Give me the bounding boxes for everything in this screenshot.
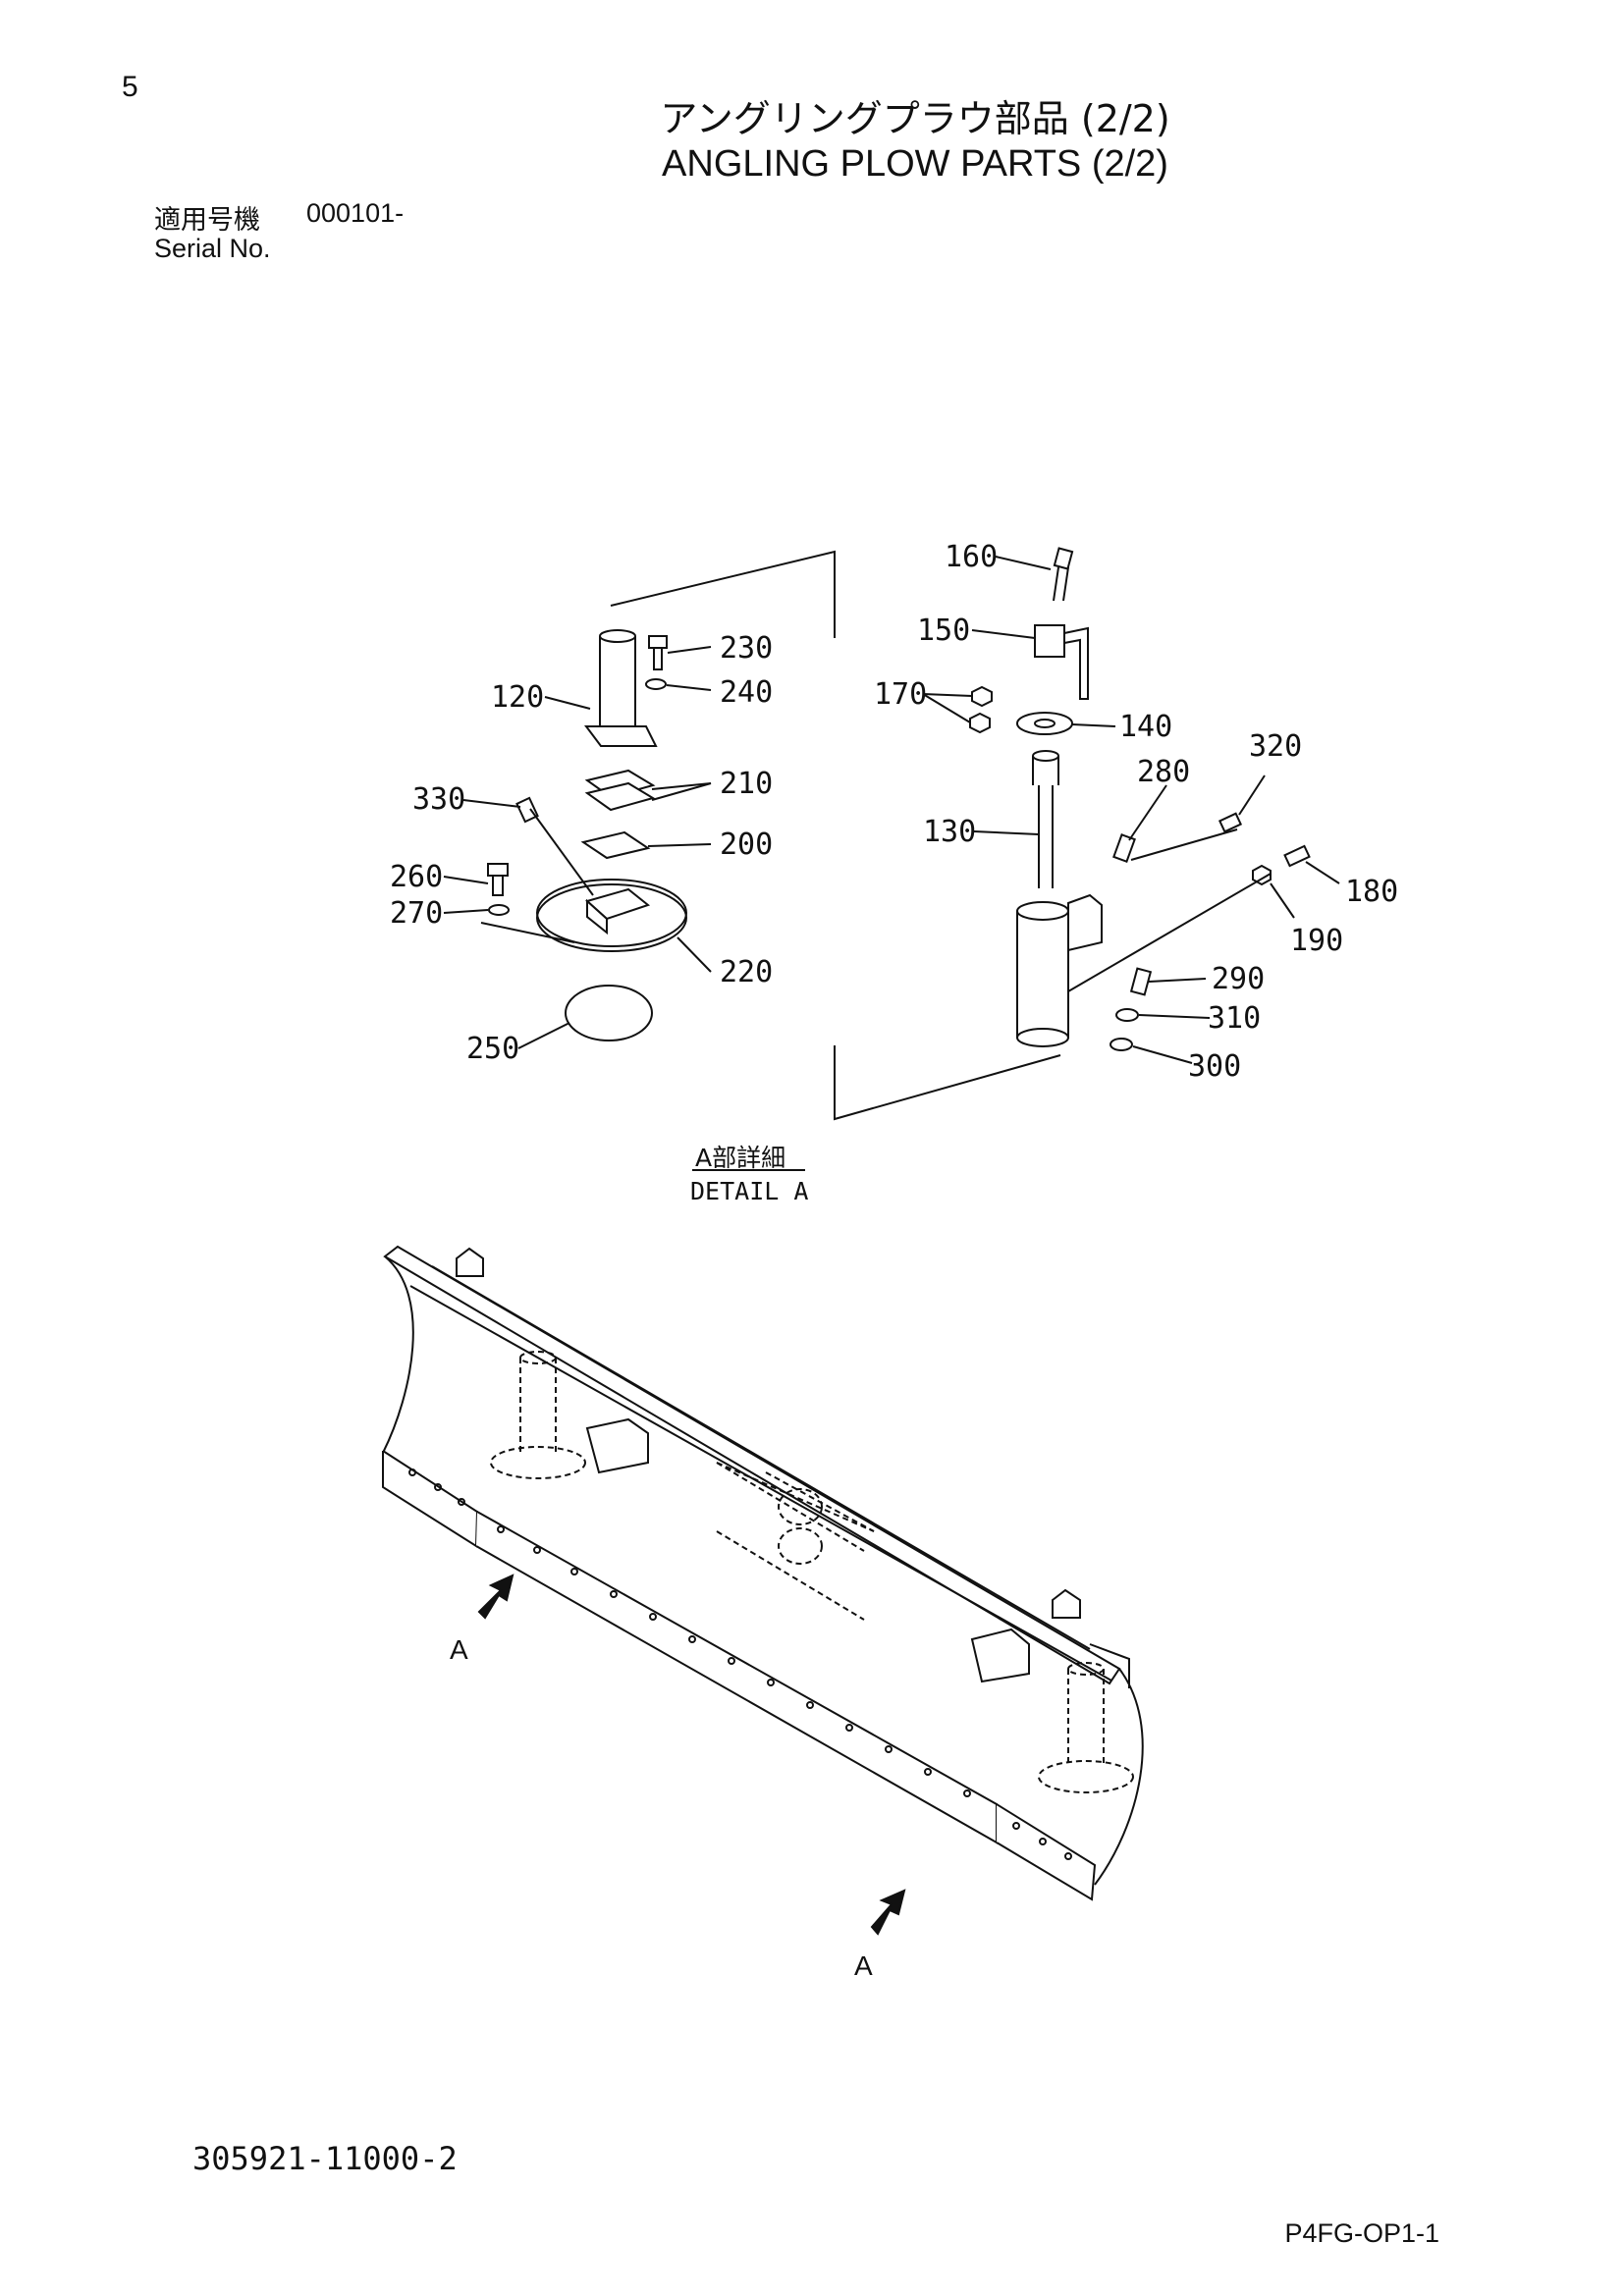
callout-170: 170 <box>874 677 927 712</box>
lever-part-150 <box>1034 624 1089 700</box>
washer-part-300 <box>1110 1038 1133 1051</box>
detail-frame-top <box>610 550 836 638</box>
callout-labels: 120 230 240 330 210 200 260 270 220 250 … <box>390 540 1398 1084</box>
callout-280: 280 <box>1137 755 1190 789</box>
bolt-part-230 <box>648 635 668 670</box>
callout-300: 300 <box>1188 1049 1241 1084</box>
callout-250: 250 <box>466 1032 519 1066</box>
page-title-english: ANGLING PLOW PARTS (2/2) <box>662 143 1168 185</box>
pin-part-120 <box>584 629 658 747</box>
callout-200: 200 <box>720 828 773 862</box>
washer-part-270 <box>488 904 510 916</box>
leader-lines <box>443 556 1340 1064</box>
nut-part-170-a <box>971 685 993 708</box>
washer-part-240 <box>645 678 667 690</box>
callout-190: 190 <box>1290 924 1343 958</box>
callout-230: 230 <box>720 631 773 666</box>
view-arrow-a-lower <box>870 1889 906 1936</box>
detail-frame-bottom <box>834 1045 1061 1121</box>
serial-label-japanese: 適用号機 <box>154 205 260 236</box>
callout-130: 130 <box>923 815 976 849</box>
spring-part-290 <box>1129 967 1153 996</box>
view-arrow-a-upper <box>477 1574 514 1620</box>
callout-310: 310 <box>1208 1001 1261 1036</box>
callout-270: 270 <box>390 896 443 931</box>
page-title-japanese: アングリングプラウ部品 (2/2) <box>660 97 1170 140</box>
bolt-part-260 <box>487 863 509 896</box>
callout-330: 330 <box>412 782 465 817</box>
bolt-part-160 <box>1053 547 1074 602</box>
grease-nipple-part-330 <box>515 796 539 824</box>
callout-180: 180 <box>1345 875 1398 909</box>
nut-part-170-b <box>969 712 991 734</box>
callout-260: 260 <box>390 860 443 894</box>
drawing-number: 305921-11000-2 <box>192 2140 458 2177</box>
nipple-part-320 <box>1218 812 1243 833</box>
callout-220: 220 <box>720 955 773 989</box>
callout-210: 210 <box>720 767 773 801</box>
view-marker-upper: A <box>450 1634 468 1665</box>
plow-blade <box>382 1245 1144 1901</box>
serial-value: 000101- <box>306 198 405 228</box>
screw-part-180 <box>1283 844 1311 868</box>
callout-140: 140 <box>1119 710 1172 744</box>
fitting-part-280 <box>1112 833 1136 863</box>
nut-part-190 <box>1252 864 1272 886</box>
footer-code: P4FG-OP1-1 <box>1284 2218 1439 2248</box>
washer-part-310 <box>1115 1008 1139 1022</box>
callout-290: 290 <box>1212 962 1265 996</box>
callout-150: 150 <box>917 614 970 648</box>
disc-part-220 <box>536 879 687 952</box>
detail-label-japanese: A部詳細 <box>695 1144 785 1172</box>
detail-label-english: DETAIL A <box>690 1177 808 1205</box>
callout-120: 120 <box>491 680 544 715</box>
page-number: 5 <box>122 71 138 103</box>
plate-part-210-b <box>584 781 656 812</box>
serial-label-english: Serial No. <box>154 234 271 263</box>
cover-part-250 <box>565 985 653 1041</box>
callout-320: 320 <box>1249 729 1302 764</box>
washer-part-140 <box>1016 712 1073 735</box>
plate-part-200 <box>580 830 651 860</box>
housing <box>1016 893 1103 1047</box>
view-marker-lower: A <box>854 1950 873 1981</box>
shaft-part-130 <box>1032 750 1059 888</box>
callout-240: 240 <box>720 675 773 710</box>
callout-160: 160 <box>945 540 998 574</box>
